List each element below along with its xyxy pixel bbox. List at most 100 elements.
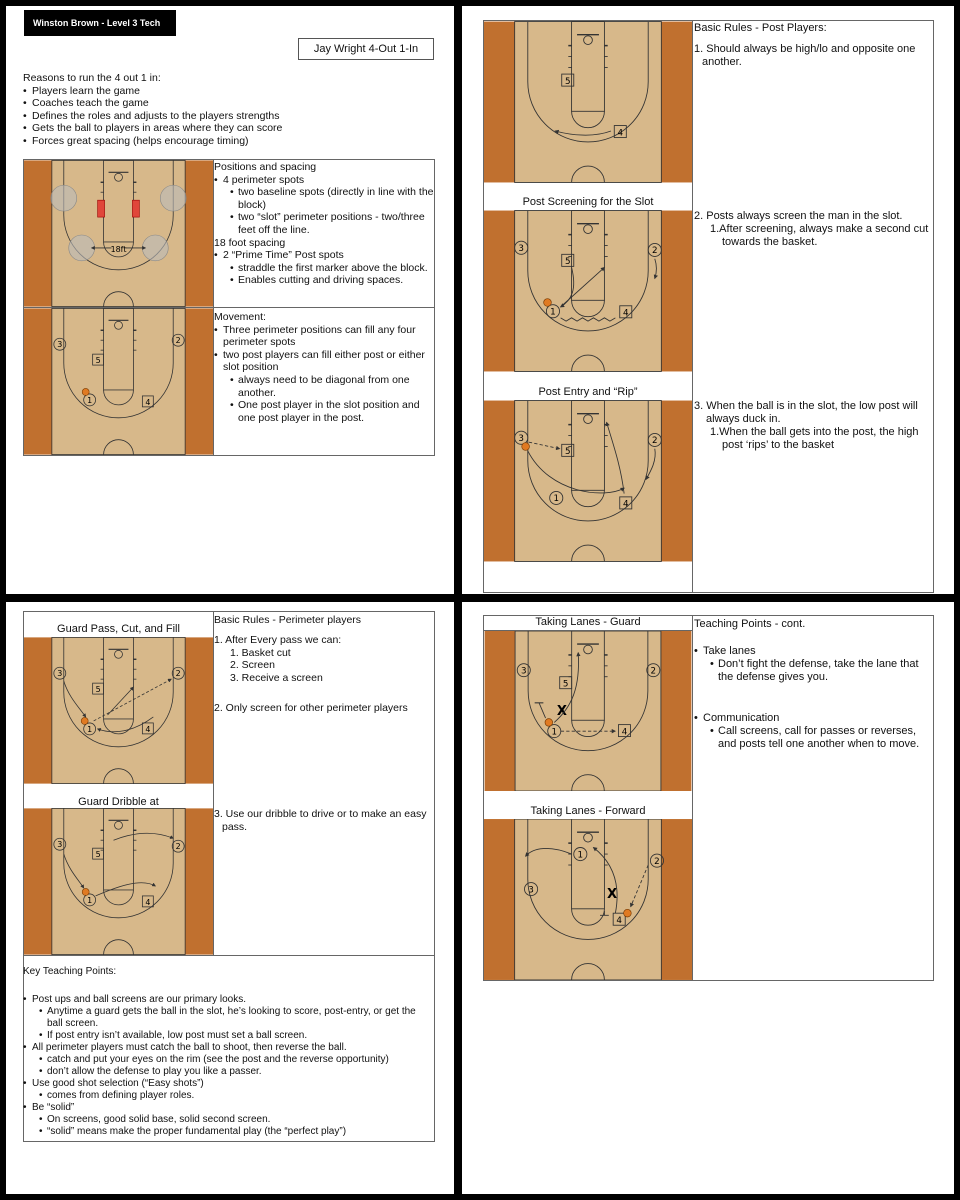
reason-item: Players learn the game [23, 85, 433, 98]
player-2-marker: 2 [176, 842, 181, 851]
defender-x-marker: X [607, 887, 617, 902]
player-4-marker: 4 [623, 500, 629, 510]
player-4-marker: 4 [623, 309, 629, 319]
court-diagram-high-low: 5 4 [484, 21, 692, 183]
bullet: On screens, good solid base, solid secon… [23, 1114, 433, 1126]
player-1-marker: 1 [87, 896, 92, 905]
caption-lanes-forward: Taking Lanes - Forward [530, 805, 646, 817]
sub-item: 2. Screen [230, 659, 275, 672]
post-rule-2: 2. Posts always screen the man in the sl… [694, 210, 903, 222]
slide-title: Jay Wright 4-Out 1-In [298, 38, 434, 60]
player-5-marker: 5 [565, 447, 571, 457]
caption-post-screening: Post Screening for the Slot [522, 196, 654, 208]
player-4-marker: 4 [616, 916, 622, 926]
player-2-marker: 2 [176, 669, 181, 678]
post-rule-1: 1. Should always be high/lo and opposite… [694, 43, 916, 68]
svg-text:18ft: 18ft [111, 245, 127, 254]
bullet: All perimeter players must catch the bal… [23, 1042, 433, 1054]
court-diagram-pass-cut-fill: 3 2 5 1 4 [24, 637, 213, 784]
bullet: two “slot” perimeter positions - two/thr… [214, 211, 434, 236]
bullet: 18 foot spacing [214, 236, 286, 249]
player-2-marker: 2 [652, 436, 658, 446]
reason-item: Forces great spacing (helps encourage ti… [23, 135, 433, 148]
player-5-marker: 5 [96, 850, 101, 859]
bullet: always need to be diagonal from one anot… [214, 374, 434, 399]
bullet: “solid” means make the proper fundamenta… [23, 1126, 433, 1138]
bullet: comes from defining player roles. [23, 1090, 433, 1102]
box-divider [692, 20, 693, 593]
ball-icon [80, 717, 89, 725]
player-3-marker: 3 [57, 669, 62, 678]
player-3-marker: 3 [518, 244, 524, 254]
reason-item: Gets the ball to players in areas where … [23, 122, 433, 135]
player-3-marker: 3 [57, 840, 62, 849]
ball-icon [81, 388, 90, 396]
reason-item: Coaches teach the game [23, 97, 433, 110]
reasons-heading: Reasons to run the 4 out 1 in: [23, 72, 161, 84]
positions-heading: Positions and spacing [214, 161, 317, 173]
player-4-marker: 4 [145, 898, 150, 907]
teaching-points-cont: Teaching Points - cont. Take lanes Don’t… [694, 618, 930, 751]
perimeter-rules: Basic Rules - Perimeter players 1. After… [214, 614, 432, 714]
player-1-marker: 1 [550, 308, 556, 318]
bullet: Call screens, call for passes or reverse… [694, 725, 930, 751]
court-diagram-dribble-at: 3 2 5 1 4 [24, 808, 213, 955]
box-divider [213, 611, 214, 955]
post-rule-3: 3. When the ball is in the slot, the low… [694, 400, 918, 425]
positions-text: Positions and spacing 4 perimeter spots … [214, 161, 434, 287]
reasons-block: Reasons to run the 4 out 1 in: Players l… [23, 72, 433, 148]
post-rule-2a: 1.After screening, always make a second … [710, 223, 929, 248]
teaching-heading: Teaching Points - cont. [694, 618, 806, 630]
player-3-marker: 3 [521, 666, 527, 676]
player-5-marker: 5 [565, 77, 571, 87]
post-rules-top: Basic Rules - Post Players: 1. Should al… [694, 22, 930, 69]
player-1-marker: 1 [553, 494, 559, 504]
key-heading: Key Teaching Points: [23, 966, 117, 977]
player-1-marker: 1 [578, 850, 584, 860]
post-rules-mid: 2. Posts always screen the man in the sl… [694, 210, 930, 249]
perimeter-rule-2: 2. Only screen for other perimeter playe… [214, 702, 408, 715]
box-divider [23, 955, 435, 956]
court-diagram-post-screen: 3 2 5 1 4 [484, 210, 692, 372]
bullet: 2 “Prime Time” Post spots [214, 249, 434, 262]
bullet: Use good shot selection (“Easy shots”) [23, 1078, 433, 1090]
bullet: don’t allow the defense to play you like… [23, 1066, 433, 1078]
player-1-marker: 1 [551, 727, 557, 737]
caption-guard-dribble: Guard Dribble at [78, 796, 159, 808]
player-2-marker: 2 [651, 666, 657, 676]
bullet: Don’t fight the defense, take the lane t… [694, 658, 930, 684]
bullet: Anytime a guard gets the ball in the slo… [23, 1006, 433, 1030]
caption-guard-pass: Guard Pass, Cut, and Fill [57, 623, 180, 635]
sub-item: 1. Basket cut [230, 646, 291, 659]
movement-text: Movement: Three perimeter positions can … [214, 311, 434, 424]
court-diagram-lanes-forward: 3 2 1 4 X [484, 819, 692, 980]
bullet: Take lanes [694, 645, 930, 658]
bullet: straddle the first marker above the bloc… [214, 262, 434, 275]
player-5-marker: 5 [96, 356, 101, 365]
player-4-marker: 4 [145, 725, 150, 734]
bullet: 4 perimeter spots [214, 174, 434, 187]
player-3-marker: 3 [518, 434, 524, 444]
ball-icon [81, 888, 90, 896]
player-2-marker: 2 [652, 246, 658, 256]
bullet: two baseline spots (directly in line wit… [214, 186, 434, 211]
bullet: If post entry isn’t available, low post … [23, 1030, 433, 1042]
caption-post-entry: Post Entry and “Rip” [538, 386, 638, 398]
author-label: Winston Brown - Level 3 Tech [24, 10, 176, 36]
perimeter-rule-3: 3. Use our dribble to drive or to make a… [214, 808, 427, 833]
court-diagram-post-entry: 3 2 5 1 4 [484, 400, 692, 562]
defender-x-marker: X [557, 704, 567, 719]
movement-heading: Movement: [214, 311, 266, 323]
slide-3: Guard Pass, Cut, and Fill 3 2 5 1 4 Basi… [6, 602, 454, 1194]
slide-2: 5 4 Basic Rules - Post Players: 1. Shoul… [462, 6, 954, 594]
bullet: catch and put your eyes on the rim (see … [23, 1054, 433, 1066]
bullet: two post players can fill either post or… [214, 349, 434, 374]
player-4-marker: 4 [145, 398, 150, 407]
post-rules-bottom: 3. When the ball is in the slot, the low… [694, 400, 930, 452]
perimeter-rule-1: 1. After Every pass we can: [214, 634, 342, 647]
sub-item: 3. Receive a screen [230, 671, 323, 684]
court-diagram-positions: 18ft [24, 160, 213, 307]
player-3-marker: 3 [57, 340, 62, 349]
perimeter-heading: Basic Rules - Perimeter players [214, 614, 362, 626]
bullet: Be “solid” [23, 1102, 433, 1114]
